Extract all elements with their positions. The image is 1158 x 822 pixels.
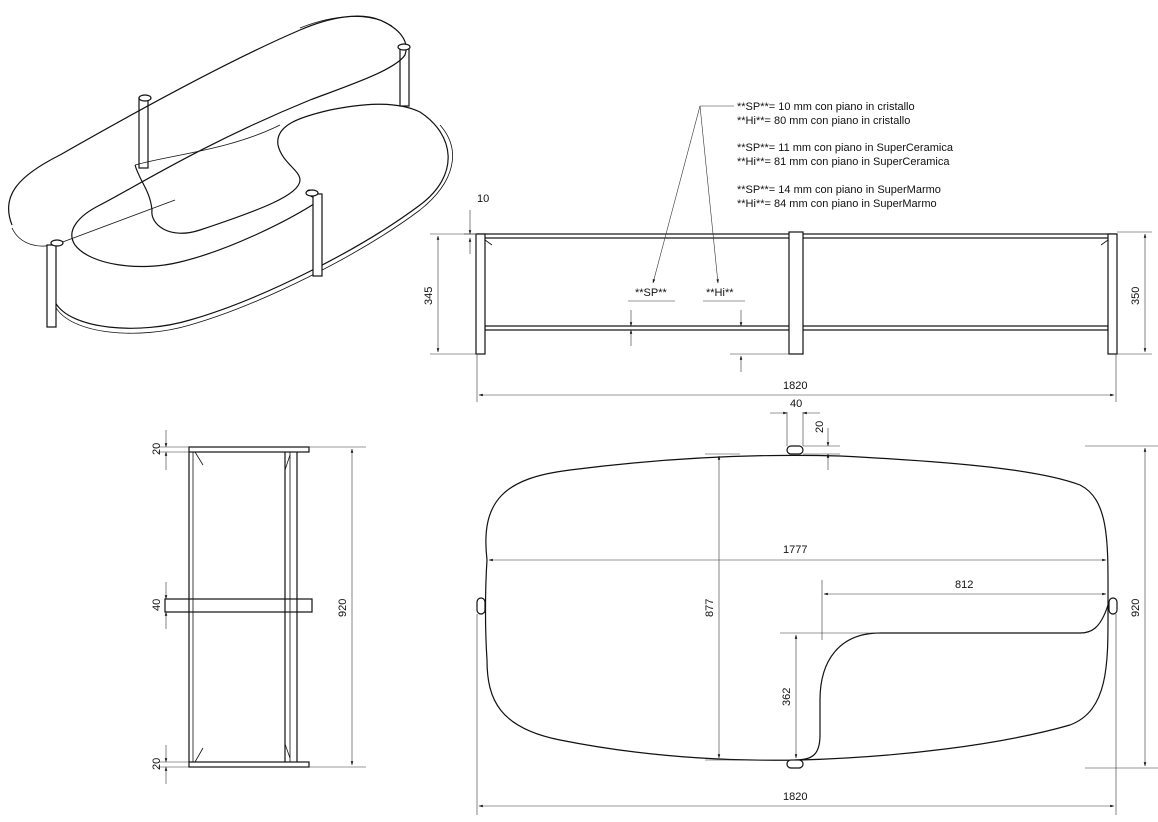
dim-inner-width: 1777 bbox=[783, 544, 807, 556]
front-leg-left bbox=[475, 233, 486, 355]
iso-leg-cap-back-right bbox=[397, 43, 411, 51]
dim-leg-offset: 20 bbox=[814, 421, 826, 433]
front-view: 10 345 350 1820 **SP** **Hi** bbox=[423, 105, 1152, 402]
front-leg-right bbox=[1107, 233, 1118, 355]
note-leader-hi bbox=[699, 105, 719, 284]
label-hi: **Hi** bbox=[706, 287, 734, 299]
dim-top-width: 1820 bbox=[783, 791, 807, 803]
iso-leg-cap-front-right bbox=[305, 189, 319, 197]
top-glass-outline bbox=[484, 454, 1109, 761]
isometric-view bbox=[7, 15, 453, 334]
side-bottom-rail bbox=[188, 761, 310, 768]
note-marmo-sp: **SP**= 14 mm con piano in SuperMarmo bbox=[737, 184, 941, 196]
side-brackets bbox=[194, 451, 291, 763]
top-leg-top bbox=[786, 445, 804, 455]
note-cristallo-sp: **SP**= 10 mm con piano in cristallo bbox=[737, 101, 915, 113]
side-center-leg bbox=[164, 598, 313, 613]
dim-leg-width: 40 bbox=[790, 398, 802, 410]
iso-reflection-line bbox=[59, 199, 176, 244]
side-top-rail bbox=[188, 446, 310, 453]
note-ceramica-sp: **SP**= 11 mm con piano in SuperCeramica bbox=[737, 142, 954, 154]
top-leg-left bbox=[476, 597, 486, 615]
note-marmo-hi: **Hi**= 84 mm con piano in SuperMarmo bbox=[737, 198, 937, 210]
iso-leg-cap-back-left bbox=[138, 94, 152, 102]
iso-shelf-inner bbox=[134, 124, 281, 166]
front-leg-center bbox=[788, 231, 804, 355]
front-brackets bbox=[484, 239, 1109, 246]
iso-leg-back-right bbox=[399, 47, 410, 107]
iso-lower-shelf bbox=[54, 103, 449, 329]
material-notes: **SP**= 10 mm con piano in cristallo **H… bbox=[737, 101, 954, 210]
side-view: 20 40 20 920 bbox=[151, 430, 366, 784]
note-leader-sp bbox=[652, 105, 701, 284]
iso-leg-front-right bbox=[312, 193, 323, 277]
iso-glass-top bbox=[7, 15, 407, 268]
dim-cutout-depth: 362 bbox=[781, 688, 793, 706]
dim-leg-height: 345 bbox=[423, 287, 435, 305]
iso-leg-cap-front-left bbox=[50, 239, 64, 247]
top-leg-right bbox=[1108, 597, 1118, 615]
note-cristallo-hi: **Hi**= 80 mm con piano in cristallo bbox=[737, 115, 910, 127]
iso-lower-shelf-edge bbox=[54, 124, 453, 334]
top-leg-bottom bbox=[786, 759, 804, 769]
dim-cutout-width: 812 bbox=[955, 579, 973, 591]
top-view: 40 20 1777 812 877 362 920 1820 bbox=[476, 398, 1158, 815]
dim-total-height: 350 bbox=[1130, 287, 1142, 305]
dim-side-bottom-offset: 20 bbox=[151, 758, 163, 770]
dim-top-thickness: 10 bbox=[477, 193, 489, 205]
note-ceramica-hi: **Hi**= 81 mm con piano in SuperCeramica bbox=[737, 156, 950, 168]
dim-front-width: 1820 bbox=[783, 380, 807, 392]
dim-side-top-offset: 20 bbox=[151, 443, 163, 455]
iso-leg-front-left bbox=[46, 244, 57, 328]
dim-top-depth: 920 bbox=[1130, 599, 1142, 617]
dim-inner-depth: 877 bbox=[704, 599, 716, 617]
dim-side-middle: 40 bbox=[151, 599, 163, 611]
iso-glass-edge-back bbox=[299, 16, 393, 29]
label-sp: **SP** bbox=[635, 287, 668, 299]
dim-side-depth: 920 bbox=[337, 599, 349, 617]
top-shelf-cutout bbox=[794, 604, 1109, 761]
